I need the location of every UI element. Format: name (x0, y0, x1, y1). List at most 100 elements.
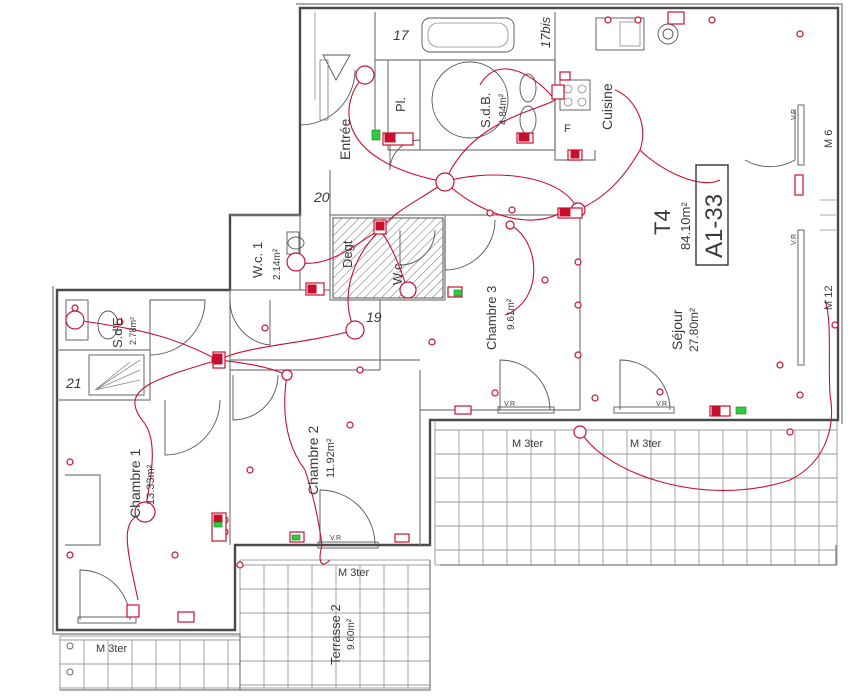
light-point (286, 252, 306, 272)
socket-point (508, 206, 516, 214)
label-placard: Pl. (393, 97, 408, 112)
green-device (291, 534, 301, 541)
socket-point (71, 304, 79, 312)
room-labels: Entrée Pl. S.d.B. 4.84m² Cuisine F W.c. … (110, 83, 701, 665)
green-device (735, 406, 747, 415)
electrical-panel (570, 150, 580, 159)
socket-point (574, 258, 582, 266)
stair-20: 20 (313, 189, 330, 205)
electrical-box (559, 71, 571, 81)
terrace-main-grid (434, 419, 838, 566)
label-chambre1-area: 13.33m² (145, 464, 157, 505)
window-m6: M 6 (823, 130, 835, 148)
light-point (505, 220, 515, 230)
light-point (281, 369, 293, 381)
window-vr-2: V.R (791, 234, 798, 245)
electrical-box (551, 84, 565, 100)
window-bars (77, 104, 805, 624)
stair-17: 17 (393, 27, 410, 43)
degagement-hatch (332, 217, 444, 299)
socket-point (708, 16, 716, 24)
label-degt: Degt (340, 240, 355, 268)
label-chambre3-area: 9.61m² (506, 298, 517, 330)
label-F: F (564, 123, 571, 135)
window-vr-4: V.R (656, 401, 667, 408)
electrical-box (177, 611, 195, 623)
light-point (355, 65, 375, 85)
stair-21: 21 (65, 375, 82, 391)
green-device (371, 129, 381, 141)
window-m3ter-3: M 3ter (338, 567, 370, 579)
terrace-2-grid (239, 559, 431, 689)
exterior-walls (52, 3, 843, 691)
electrical-panel (518, 133, 530, 142)
socket-point (656, 388, 664, 396)
entrance-triangle (322, 54, 351, 81)
sdb-round (431, 61, 509, 139)
label-wc1-area: 2.14m² (272, 248, 283, 280)
sdb-basin (519, 73, 537, 135)
socket-point (171, 551, 179, 559)
electrical-panel (375, 221, 385, 231)
label-sejour-area: 27.80m² (687, 308, 701, 352)
socket-point (796, 391, 804, 399)
window-m12: M 12 (823, 286, 835, 310)
socket-point (634, 16, 642, 24)
label-terrasse2-area: 9.60m² (346, 618, 357, 650)
socket-point (236, 561, 244, 569)
socket-point (346, 421, 354, 429)
socket-point (356, 366, 364, 374)
shower-tray (88, 354, 145, 396)
label-sejour: Séjour (669, 309, 685, 350)
socket-point (428, 338, 436, 346)
socket-point (116, 318, 124, 326)
label-sde-area: 2.78m² (128, 317, 138, 345)
unit-type: T4 (650, 209, 675, 235)
electrical-panel (213, 353, 223, 365)
window-vr-3: V.R (504, 401, 515, 408)
socket-point (246, 466, 254, 474)
label-wc2: W.c (390, 263, 405, 285)
green-device (213, 521, 223, 528)
electrical-panel (307, 284, 317, 294)
light-point (573, 425, 587, 439)
electrical-panel (384, 133, 396, 143)
window-vr-1: V.R (791, 109, 798, 120)
electrical-box (126, 604, 140, 618)
socket-point (796, 30, 804, 38)
socket-point (491, 389, 499, 397)
electrical-box (394, 533, 410, 543)
window-m3ter-2: M 3ter (630, 438, 662, 450)
stair-19: 19 (366, 309, 382, 325)
label-chambre2: Chambre 2 (305, 426, 321, 495)
window-m3ter-1: M 3ter (512, 438, 544, 450)
electrical-box (454, 405, 472, 415)
socket-point (261, 324, 269, 332)
label-sde: S.d'E (110, 317, 125, 348)
unit-ref-box (695, 164, 729, 266)
socket-point (66, 458, 74, 466)
light-point (134, 501, 156, 523)
socket-point (591, 394, 599, 402)
green-device (453, 289, 463, 297)
kitchen-sink (559, 17, 679, 111)
unit-ref: A1-33 (701, 194, 728, 258)
unit-title: T4 84.10m² A1-33 (650, 164, 729, 266)
light-point (435, 172, 455, 192)
label-entree: Entrée (337, 119, 353, 160)
socket-point (541, 276, 549, 284)
light-point (399, 281, 417, 299)
electrical-box (794, 174, 804, 196)
socket-point (831, 321, 839, 329)
socket-point (604, 16, 612, 24)
label-sdb-area: 4.84m² (498, 93, 509, 125)
socket-point (486, 209, 494, 217)
electrical-box (667, 11, 685, 25)
electrical-panel (559, 208, 571, 217)
electrical-panel (711, 406, 721, 416)
wc1-toilet (286, 231, 305, 255)
label-wc1: W.c. 1 (250, 242, 265, 278)
window-vr-5: V.R (330, 535, 341, 542)
label-chambre1: Chambre 1 (127, 449, 143, 518)
